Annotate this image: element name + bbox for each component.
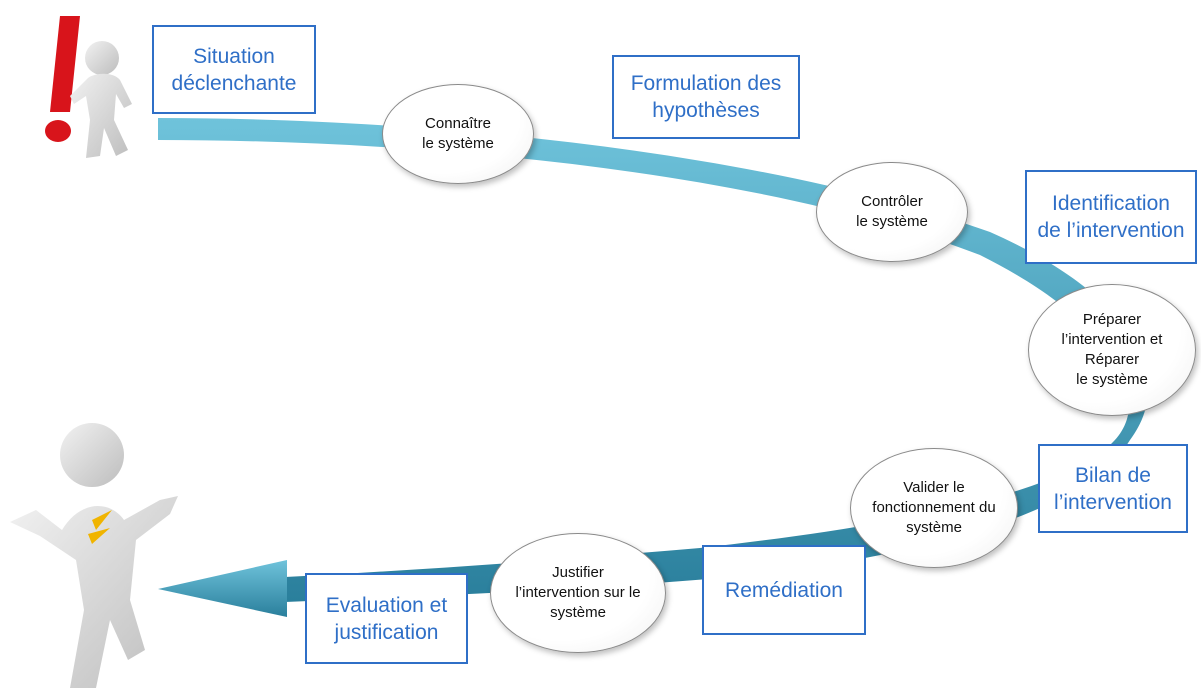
flow-arrowhead — [158, 560, 287, 617]
step-controler-systeme: Contrôler le système — [816, 162, 968, 262]
step-valider-fonctionnement: Valider le fonctionnement du système — [850, 448, 1018, 568]
step-connaitre-systeme: Connaître le système — [382, 84, 534, 184]
phase-formulation-hypotheses: Formulation des hypothèses — [612, 55, 800, 139]
phase-remediation: Remédiation — [702, 545, 866, 635]
step-justifier-intervention: Justifier l’intervention sur le système — [490, 533, 666, 653]
phase-identification-intervention: Identification de l’intervention — [1025, 170, 1197, 264]
phase-situation-declenchante: Situation déclenchante — [152, 25, 316, 114]
person-with-exclamation-icon — [45, 16, 132, 158]
phase-bilan-intervention: Bilan de l’intervention — [1038, 444, 1188, 533]
step-preparer-reparer: Préparer l’intervention et Réparer le sy… — [1028, 284, 1196, 416]
cheering-person-icon — [10, 423, 178, 688]
phase-evaluation-justification: Evaluation et justification — [305, 573, 468, 664]
